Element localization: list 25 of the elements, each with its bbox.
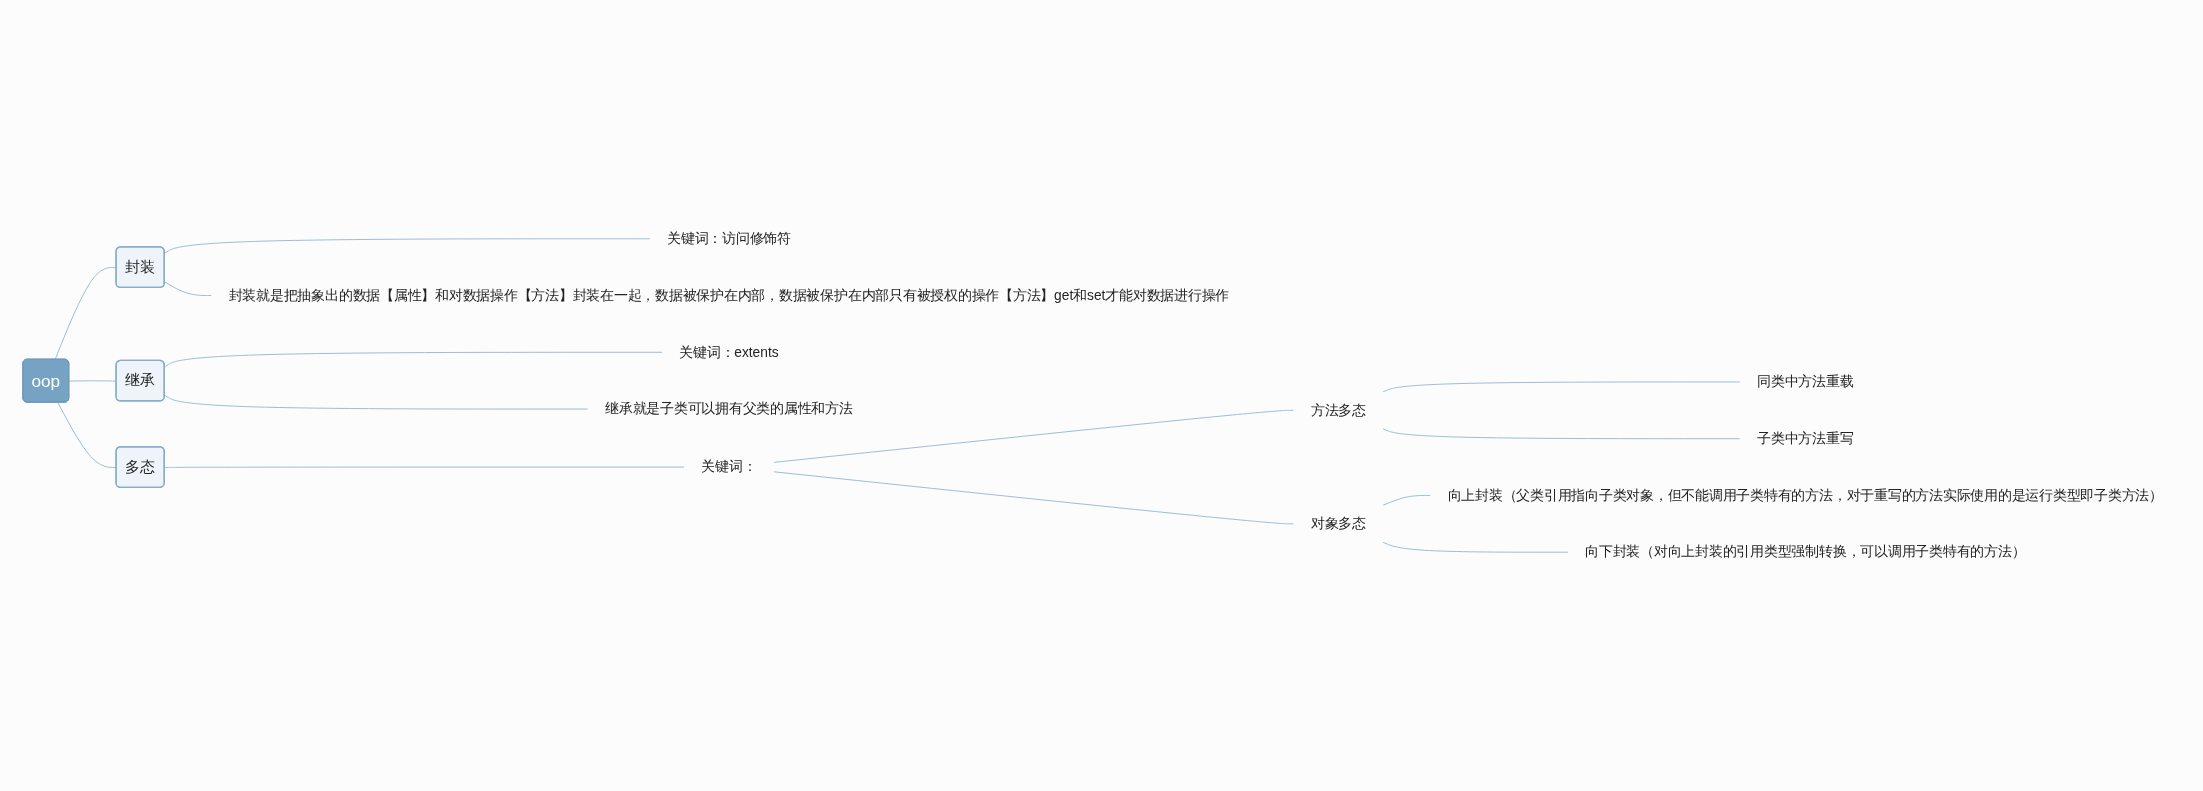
connector xyxy=(773,471,1295,525)
connector xyxy=(773,409,1295,463)
connector xyxy=(164,466,685,468)
connector xyxy=(1382,541,1569,553)
connector xyxy=(68,380,117,382)
node-text: 对象多态 xyxy=(1310,516,1366,531)
node-text: 关键词：访问修饰符 xyxy=(667,231,791,246)
connector xyxy=(164,281,212,296)
node-text: 关键词：extents xyxy=(679,344,779,360)
node-text: 关键词： xyxy=(701,459,757,474)
connector xyxy=(164,238,651,254)
node-text: 继承就是子类可以拥有父类的属性和方法 xyxy=(605,401,853,416)
connector xyxy=(1382,495,1431,506)
node-text: 封装就是把抽象出的数据【属性】和对数据操作【方法】封装在一起，数据被保护在内部，数据被保护在内部只有被授权的操作【方法】get和set才能对数据进行操作 xyxy=(228,287,1230,303)
connector xyxy=(164,351,663,368)
connector xyxy=(1382,428,1741,440)
connector xyxy=(54,267,117,361)
node-text: 子类中方法重写 xyxy=(1757,430,1854,446)
connector xyxy=(1382,381,1741,393)
node-text: 同类中方法重载 xyxy=(1757,374,1854,389)
connector xyxy=(164,395,589,410)
node-text: 向下封装（对向上封装的引用类型强制转换，可以调用子类特有的方法） xyxy=(1585,544,2026,560)
node-text: 方法多态 xyxy=(1310,402,1366,418)
node-text: 向上封装（父类引用指向子类对象，但不能调用子类特有的方法，对于重写的方法实际使用的是运行类型即子类方法） xyxy=(1447,487,2163,503)
connector xyxy=(57,402,117,468)
